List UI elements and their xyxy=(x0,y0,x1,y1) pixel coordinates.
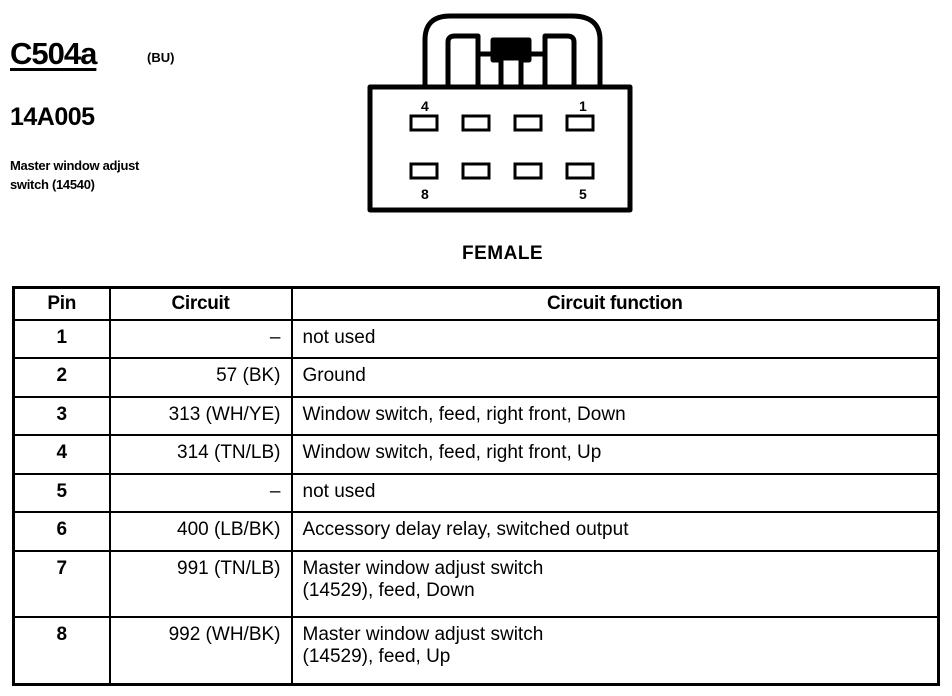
pin-cavity-row-top xyxy=(409,114,595,132)
pin-cavity xyxy=(513,162,543,180)
pin-cavity xyxy=(513,114,543,132)
table-row: 2 57 (BK) Ground xyxy=(12,357,940,398)
pin-number: 8 xyxy=(12,616,111,686)
header-circuit: Circuit xyxy=(108,286,293,321)
circuit-function: Ground xyxy=(290,357,940,398)
circuit-function: Master window adjust switch (14529), fee… xyxy=(290,616,940,686)
pin-cavity xyxy=(565,162,595,180)
circuit: 991 (TN/LB) xyxy=(108,549,293,619)
pin-cavity-row-bottom xyxy=(409,162,595,180)
circuit-function: not used xyxy=(290,318,940,360)
circuit: – xyxy=(108,472,293,514)
pin-label-1: 1 xyxy=(579,98,587,114)
circuit: – xyxy=(108,318,293,360)
pin-number: 1 xyxy=(12,318,111,360)
header-circuit-function: Circuit function xyxy=(290,286,940,321)
circuit-function: Accessory delay relay, switched output xyxy=(290,511,940,552)
circuit: 400 (LB/BK) xyxy=(108,511,293,552)
pinout-table: Pin Circuit Circuit function 1 – not use… xyxy=(12,286,940,686)
pin-cavity xyxy=(409,114,439,132)
connector-body xyxy=(367,84,633,213)
pin-number: 4 xyxy=(12,434,111,475)
connector-id: C504a xyxy=(10,36,97,71)
pin-cavity xyxy=(461,162,491,180)
table-row: 5 – not used xyxy=(12,472,940,514)
connector-gender-label: FEMALE xyxy=(462,243,544,264)
table-header-row: Pin Circuit Circuit function xyxy=(12,286,940,321)
header-pin: Pin xyxy=(12,286,111,321)
circuit: 992 (WH/BK) xyxy=(108,616,293,686)
table-row: 6 400 (LB/BK) Accessory delay relay, swi… xyxy=(12,511,940,552)
connector-face-diagram: 4 1 8 5 xyxy=(367,13,633,213)
pin-cavity xyxy=(461,114,491,132)
circuit-function: Master window adjust switch (14529), fee… xyxy=(290,549,940,619)
connector-latch xyxy=(422,13,603,87)
pin-cavity xyxy=(409,162,439,180)
table-row: 8 992 (WH/BK) Master window adjust switc… xyxy=(12,616,940,686)
pin-number: 7 xyxy=(12,549,111,619)
pin-cavity xyxy=(565,114,595,132)
circuit: 313 (WH/YE) xyxy=(108,395,293,437)
table-row: 4 314 (TN/LB) Window switch, feed, right… xyxy=(12,434,940,475)
table-row: 7 991 (TN/LB) Master window adjust switc… xyxy=(12,549,940,619)
pin-label-4: 4 xyxy=(421,98,429,114)
circuit-function: Window switch, feed, right front, Down xyxy=(290,395,940,437)
pin-number: 3 xyxy=(12,395,111,437)
part-number: 14A005 xyxy=(10,103,95,131)
pin-label-8: 8 xyxy=(421,186,429,202)
pin-number: 5 xyxy=(12,472,111,514)
pin-number: 2 xyxy=(12,357,111,398)
circuit-function: Window switch, feed, right front, Up xyxy=(290,434,940,475)
component-description: Master window adjust switch (14540) xyxy=(10,158,140,192)
pin-label-5: 5 xyxy=(579,186,587,202)
circuit: 57 (BK) xyxy=(108,357,293,398)
table-row: 3 313 (WH/YE) Window switch, feed, right… xyxy=(12,395,940,437)
connector-location: (BU) xyxy=(147,50,175,65)
table-row: 1 – not used xyxy=(12,318,940,360)
circuit: 314 (TN/LB) xyxy=(108,434,293,475)
circuit-function: not used xyxy=(290,472,940,514)
pin-number: 6 xyxy=(12,511,111,552)
